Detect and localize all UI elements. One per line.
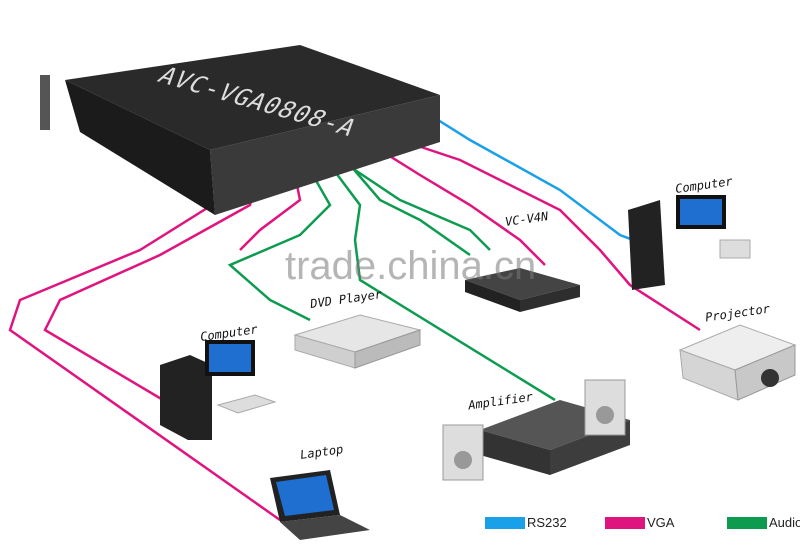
audio-cable-out (339, 158, 491, 251)
audio-cable-converter (349, 164, 471, 257)
computer-left-icon (160, 340, 277, 440)
legend-swatch-vga (605, 516, 645, 529)
matrix-switcher (40, 45, 440, 215)
rs232-cable (429, 113, 661, 252)
legend-audio: Audio (727, 515, 800, 530)
vga-cable-projector (399, 138, 701, 332)
projector-icon (678, 324, 797, 401)
amplifier-icon (442, 379, 630, 481)
legend-vga: VGA (605, 515, 674, 530)
legend-swatch-audio (727, 516, 767, 529)
vga-cable-converter (379, 148, 546, 266)
legend-rs232: RS232 (485, 515, 567, 530)
audio-cable-dvd (227, 169, 332, 322)
dvd-player-icon (293, 314, 422, 369)
legend-label-audio: Audio (769, 515, 800, 530)
laptop-icon (270, 470, 370, 540)
watermark: trade.china.cn (285, 244, 537, 288)
legend-label-rs232: RS232 (527, 515, 567, 530)
converter-box-icon (465, 268, 580, 312)
audio-cable-amplifier (329, 164, 556, 402)
legend-swatch-rs232 (485, 516, 525, 529)
computer-right-icon (628, 195, 751, 290)
legend-label-vga: VGA (647, 515, 675, 530)
